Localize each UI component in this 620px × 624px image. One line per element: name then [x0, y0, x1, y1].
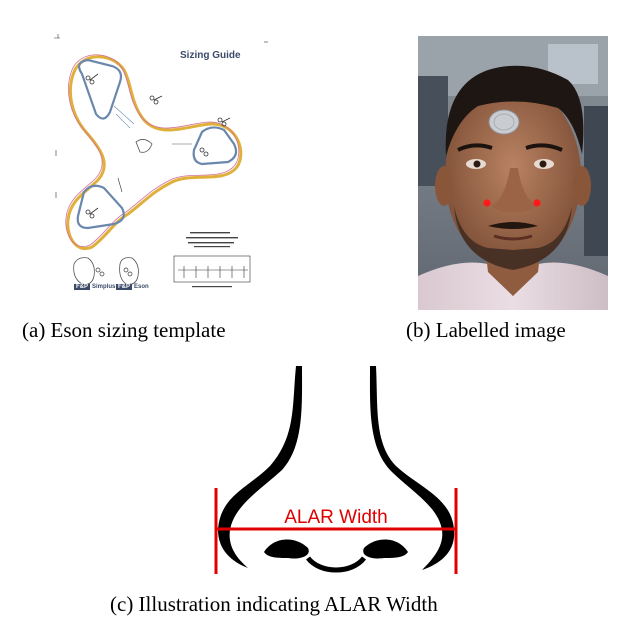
- caption-b: (b) Labelled image: [406, 318, 566, 342]
- caption-c: (c) Illustration indicating ALAR Width: [110, 592, 438, 616]
- sizing-template-drawing: [54, 34, 268, 288]
- alar-landmark-left: [483, 199, 491, 207]
- caption-a: (a) Eson sizing template: [22, 318, 226, 342]
- alar-landmark-right: [533, 199, 541, 207]
- brand-tag: F&P: [74, 284, 90, 290]
- nose-illustration: ALAR Width: [200, 366, 472, 580]
- alar-width-label: ALAR Width: [284, 507, 387, 528]
- labelled-face-photo: [418, 36, 608, 310]
- brand-simplus-label: Simplus: [92, 284, 116, 290]
- nose-drawing: ALAR Width: [214, 366, 458, 574]
- face-photo-drawing: [418, 36, 608, 310]
- brand-tag: F&P: [116, 284, 132, 290]
- brand-eson-label: Eson: [134, 284, 149, 290]
- template-title: Sizing Guide: [180, 50, 241, 61]
